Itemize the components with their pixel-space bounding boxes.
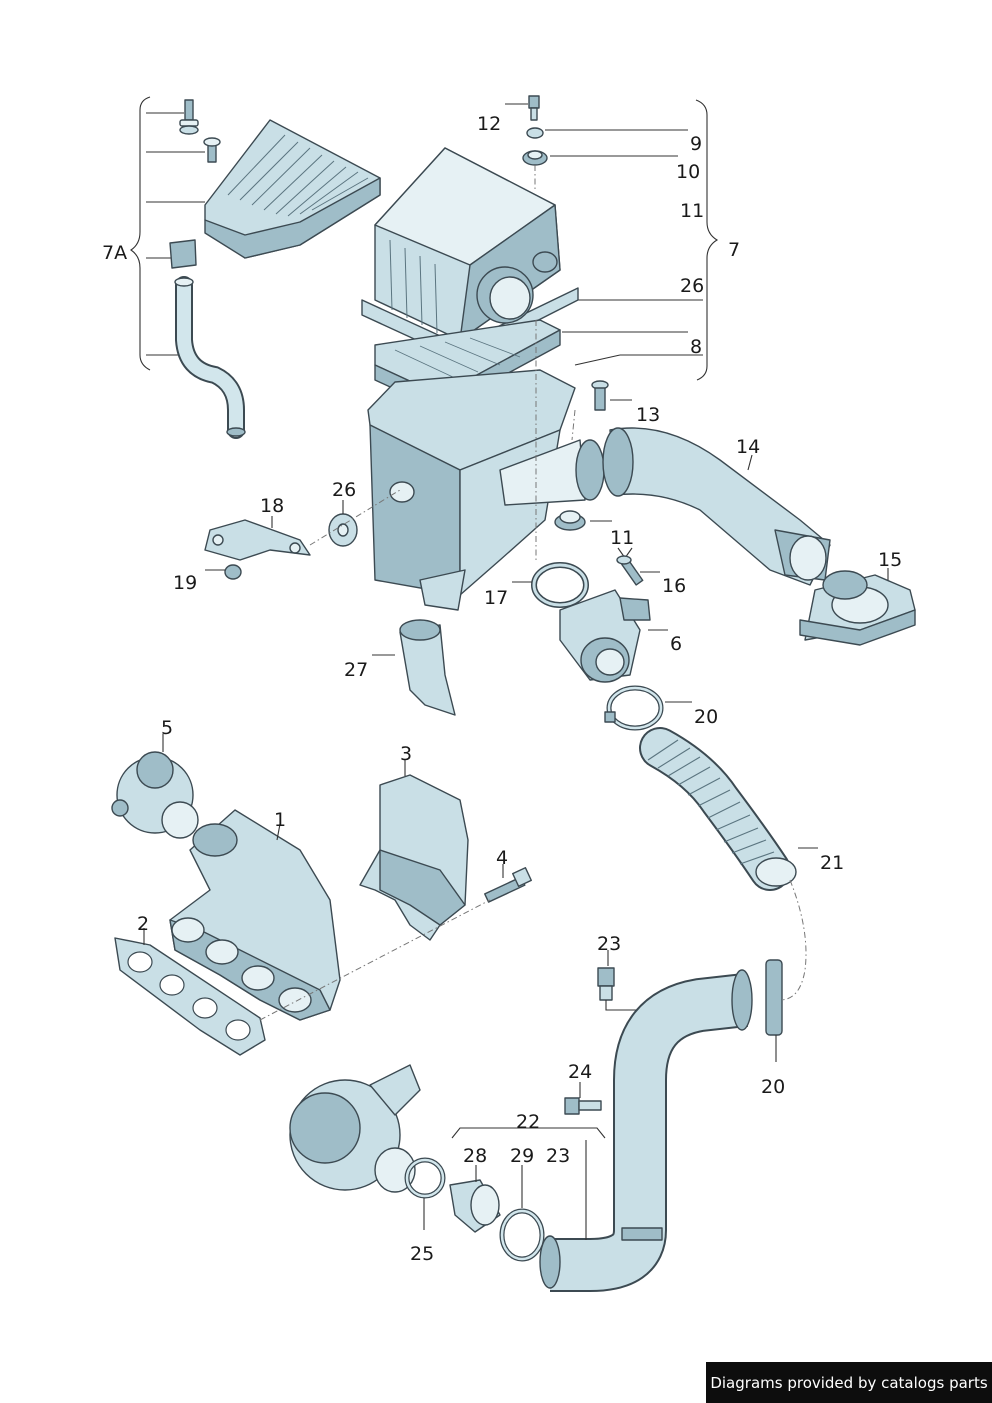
callout-6: 6 — [670, 633, 682, 655]
callout-21: 21 — [820, 852, 844, 874]
callout-19: 19 — [173, 572, 197, 594]
callout-25: 25 — [410, 1243, 434, 1265]
callout-15: 15 — [878, 549, 902, 571]
callout-7a: 7A — [102, 242, 127, 264]
callout-29: 29 — [510, 1145, 534, 1167]
callout-24: 24 — [568, 1061, 592, 1083]
callout-12: 12 — [477, 113, 501, 135]
callout-labels: 12 9 10 11 7A 7 26 8 13 14 18 26 11 15 1… — [102, 113, 902, 1265]
bolt-24-part — [564, 1097, 602, 1115]
clamp-25-part — [404, 1157, 446, 1199]
callout-20-top: 20 — [694, 706, 718, 728]
sensor-23-part — [597, 967, 615, 1001]
callout-20: 20 — [761, 1076, 785, 1098]
o-ring-17-part — [531, 562, 589, 608]
clamp-20b-part — [765, 959, 783, 1036]
callout-23: 23 — [546, 1145, 570, 1167]
breather-hose-part — [169, 239, 246, 439]
callout-1: 1 — [274, 809, 286, 831]
callout-16: 16 — [662, 575, 686, 597]
credit-banner: Diagrams provided by catalogs parts — [706, 1362, 992, 1403]
callout-13: 13 — [636, 404, 660, 426]
gasket-part — [114, 937, 266, 1056]
clamp-20a-part — [604, 685, 664, 731]
air-filter-lower-housing-part — [367, 369, 605, 611]
elbow-27-part — [399, 619, 456, 716]
callout-17: 17 — [484, 587, 508, 609]
connector-28-part — [449, 1179, 501, 1233]
grommet-26-part — [328, 513, 358, 547]
callout-18: 18 — [260, 495, 284, 517]
screw-13-part — [591, 380, 609, 411]
callout-27: 27 — [344, 659, 368, 681]
air-mass-meter-part — [559, 589, 651, 683]
callout-7: 7 — [728, 239, 740, 261]
corrugated-hose-21-part — [639, 727, 797, 891]
heat-shield-part — [359, 774, 469, 941]
credit-text: Diagrams provided by catalogs parts — [710, 1373, 988, 1392]
callout-26: 26 — [332, 479, 356, 501]
callout-28: 28 — [463, 1145, 487, 1167]
callout-26-top: 26 — [680, 275, 704, 297]
bracket-18-part — [204, 519, 311, 561]
callout-11: 11 — [610, 527, 634, 549]
air-duct-14-part — [602, 427, 831, 586]
callout-4: 4 — [496, 847, 508, 869]
callout-11-top: 11 — [680, 200, 704, 222]
bolt-4-part — [484, 866, 533, 903]
nut-19-part — [224, 564, 242, 580]
callout-8: 8 — [690, 336, 702, 358]
callout-22: 22 — [516, 1111, 540, 1133]
intake-manifold-part — [169, 809, 341, 1021]
callout-2: 2 — [137, 913, 149, 935]
clamp-29-part — [499, 1208, 545, 1262]
egr-valve-part — [111, 751, 199, 839]
callout-3: 3 — [400, 743, 412, 765]
air-intake-15-part — [799, 570, 916, 646]
air-filter-upper-housing-part — [361, 147, 579, 361]
screw-16-part — [616, 555, 644, 586]
bracket-7a — [130, 96, 205, 371]
callout-14: 14 — [736, 436, 760, 458]
grommet-11-part — [554, 510, 586, 531]
clip-part — [203, 137, 221, 163]
callout-9: 9 — [690, 133, 702, 155]
callout-23-top: 23 — [597, 933, 621, 955]
callout-10: 10 — [676, 161, 700, 183]
washer-9-part — [526, 127, 544, 139]
charge-air-pipe-part — [539, 969, 753, 1292]
grommet-10-part — [522, 150, 548, 166]
turbocharger-part — [289, 1064, 421, 1193]
callout-5: 5 — [161, 717, 173, 739]
bracket-7 — [505, 99, 719, 381]
bolt-12-part — [528, 95, 540, 121]
screw-part — [179, 99, 199, 135]
filter-cover-part — [204, 119, 381, 259]
